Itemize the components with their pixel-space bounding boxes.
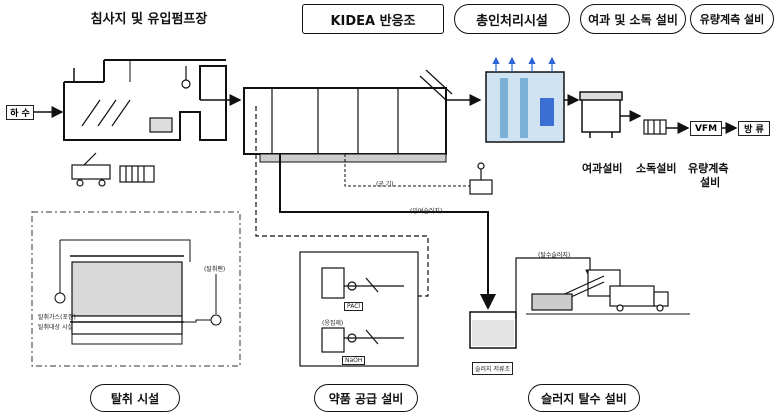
sludge-storage-caption: 슬러지 저류조 [472,362,514,375]
title-settling: 총인처리시설 [454,4,570,34]
sludge-storage-tank [469,311,517,349]
chem-tanks [321,267,404,353]
kidea-mixer-icon [419,69,453,101]
disinfect-unit [643,119,667,135]
deodor-fan-label: (탈취팬) [204,266,226,273]
title-flow-meter: 유량계측 설비 [690,4,774,34]
inflow-label: 하 수 [6,105,34,120]
sludge-to-dewater-line [515,257,595,318]
title-deodor: 탈취 시설 [90,384,180,412]
dewater-cake-label: (탈수슬러지) [538,252,571,259]
grit-truck-icon [71,152,111,187]
title-filtration: 여과 및 소독 설비 [580,4,686,34]
deodor-tower [54,239,222,345]
air-label: (공 기) [376,181,394,188]
waste-sludge-label: (잉여슬러지) [410,208,443,215]
flow-meter-caption-2: 설비 [700,176,721,189]
title-kidea: KIDEA 반응조 [302,4,444,34]
grit-chamber [63,59,227,141]
filter-unit [579,91,623,138]
dewatering-unit [526,269,690,315]
blower-icon [469,162,493,195]
chemical-area [299,251,419,367]
filter-caption: 여과설비 [582,162,623,175]
title-grit: 침사지 및 유입펌프장 [80,2,218,32]
deodor-gas-label: 탈취가스(포집) [38,314,76,321]
title-sludge: 슬러지 탈수 설비 [528,384,640,412]
title-chemical: 약품 공급 설비 [314,384,418,412]
flow-meter-caption-1: 유량계측 [688,162,729,175]
chem-naoh-label: NaOH [342,356,366,365]
disinfect-caption: 소독설비 [636,162,677,175]
chem-pacl-label: PACl [344,302,364,311]
air-line [344,154,470,187]
deodor-area [31,211,241,367]
phosphorus-tank [485,56,565,143]
discharge-label: 방 류 [738,121,770,136]
vfm-label: VFM [690,121,722,136]
chem-coag-label: (응집제) [322,320,344,327]
waste-sludge-line [279,154,496,310]
deodor-target-label: 탈취대상 시설 [38,324,74,331]
grit-container-icon [119,165,155,183]
kidea-reactor [243,87,447,163]
